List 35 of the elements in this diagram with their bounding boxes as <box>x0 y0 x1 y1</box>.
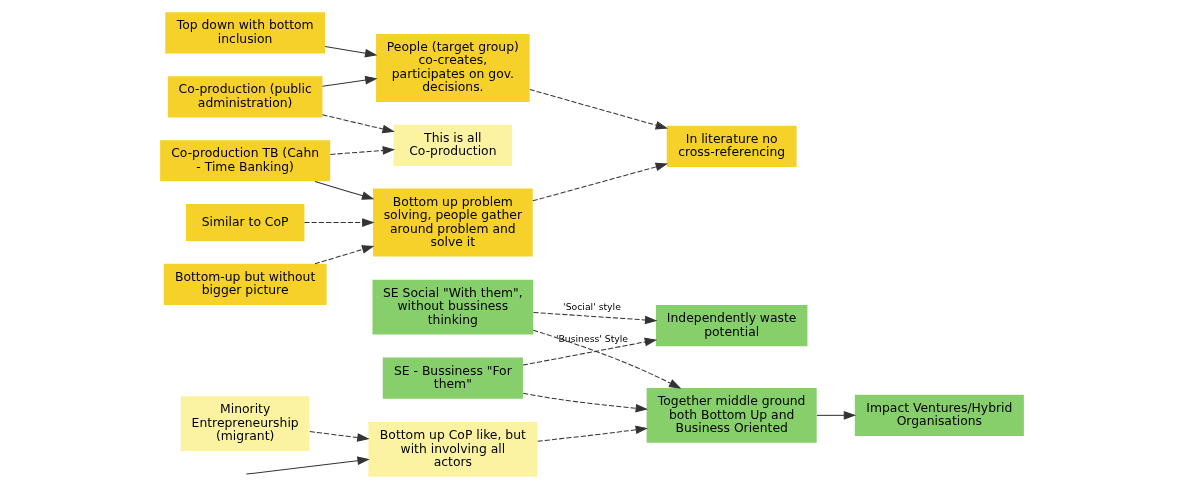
node-box: Bottom up CoP like, but with involving all actors <box>367 422 537 477</box>
edge-label: 'Business' Style <box>555 333 628 345</box>
arrow <box>313 245 374 265</box>
arrow <box>532 329 681 389</box>
node-box: In literature no cross-referencing <box>666 125 797 167</box>
node-box: Co-production TB (Cahn - Time Banking) <box>159 140 330 182</box>
arrow <box>522 392 648 413</box>
node-box: Similar to CoP <box>185 204 304 242</box>
arrow <box>522 337 657 366</box>
edge-label: 'Social' style <box>562 301 621 313</box>
node-box: Minority Entrepreneurship (migrant) <box>180 396 310 451</box>
arrow <box>528 89 668 130</box>
arrow <box>313 180 374 200</box>
node-box: Top down with bottom inclusion <box>164 12 325 54</box>
arrow <box>321 75 378 87</box>
node-box: People (target group) co-creates, participates on gov. decisions. <box>375 33 530 102</box>
node-box: This is all Co-production <box>393 124 512 166</box>
arrow <box>303 218 374 227</box>
arrow <box>531 162 668 202</box>
arrow <box>815 411 856 420</box>
arrow <box>536 425 648 442</box>
node-box: Impact Ventures/Hybrid Organisations <box>854 394 1024 436</box>
node-box: Bottom up problem solving, people gather around problem and solve it <box>372 188 533 257</box>
node-box: Together middle ground both Bottom Up and Business Oriented <box>646 388 817 443</box>
node-box: Independently waste potential <box>655 305 807 347</box>
arrow <box>532 311 657 325</box>
node-box: Co-production (public administration) <box>167 76 322 118</box>
arrow <box>324 45 377 58</box>
arrow <box>329 146 395 155</box>
node-box: Bottom-up but without bigger picture <box>163 263 327 306</box>
node-box: SE Social "With them", without bussiness thinking <box>371 279 533 335</box>
arrow <box>321 114 395 134</box>
arrow <box>245 456 370 475</box>
node-box: SE - Bussiness "For them" <box>382 357 523 399</box>
arrow <box>308 431 370 442</box>
